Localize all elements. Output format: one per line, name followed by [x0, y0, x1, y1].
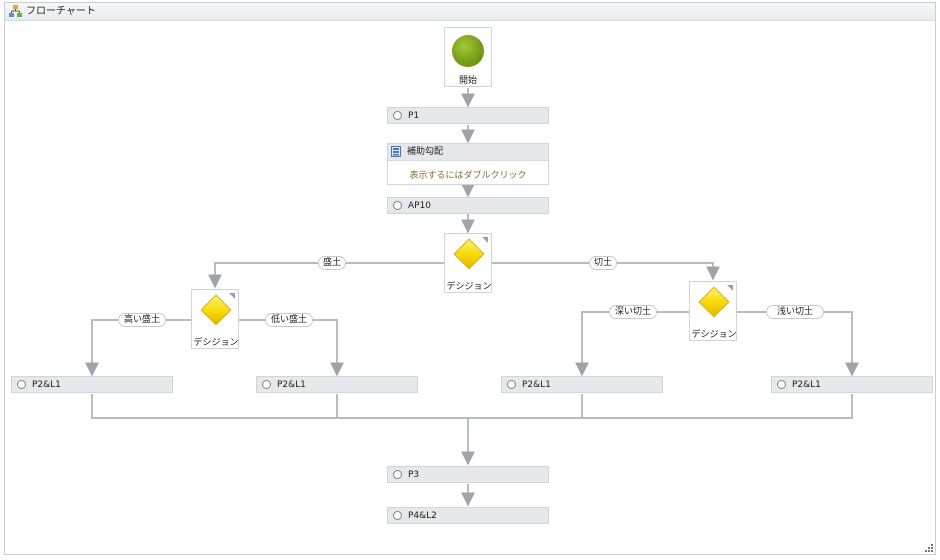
decision-right[interactable]: デシジョン: [689, 281, 737, 341]
decision-label: デシジョン: [193, 338, 239, 348]
activity-p2l1-deep-cut[interactable]: P2&L1: [501, 376, 663, 393]
decision-corner-icon: [229, 293, 235, 299]
decision-corner-icon: [482, 237, 488, 243]
resize-grip-icon[interactable]: [924, 543, 933, 552]
branch-label-left-false[interactable]: 低い盛土: [265, 313, 313, 327]
designer-title: フローチャート: [26, 6, 96, 17]
activity-label: P4&L2: [408, 511, 437, 521]
activity-p3[interactable]: P3: [387, 466, 549, 483]
activity-label: P2&L1: [792, 380, 821, 390]
sequence-title: 補助勾配: [407, 147, 444, 157]
decision-diamond-icon: [453, 238, 485, 270]
activity-status-icon: [393, 470, 402, 479]
activity-label: P2&L1: [32, 380, 61, 390]
branch-label-right-false[interactable]: 浅い切土: [766, 305, 824, 319]
connector-merge-d: [468, 394, 853, 419]
branch-label-left-true[interactable]: 高い盛土: [118, 313, 166, 327]
connector-main-false: [492, 262, 720, 281]
decision-left[interactable]: デシジョン: [191, 289, 239, 349]
connector-right-true: [575, 311, 689, 377]
flowchart-icon: [9, 5, 22, 17]
activity-label: P2&L1: [277, 380, 306, 390]
activity-p4l2[interactable]: P4&L2: [387, 507, 549, 524]
activity-status-icon: [777, 380, 786, 389]
activity-status-icon: [17, 380, 26, 389]
designer-title-bar: フローチャート: [5, 3, 935, 21]
branch-label-main-true[interactable]: 盛土: [318, 256, 346, 270]
activity-label: P2&L1: [522, 380, 551, 390]
decision-diamond-icon: [698, 286, 730, 318]
sequence-header: 補助勾配: [388, 144, 548, 161]
connector-right-false: [737, 311, 859, 377]
activity-p2l1-high-fill[interactable]: P2&L1: [11, 376, 173, 393]
connector-left-true: [85, 319, 191, 377]
branch-label-right-true[interactable]: 深い切土: [609, 305, 657, 319]
sequence-hint: 表示するにはダブルクリック: [409, 171, 527, 181]
activity-p2l1-shallow-cut[interactable]: P2&L1: [771, 376, 933, 393]
activity-status-icon: [262, 380, 271, 389]
activity-ap10[interactable]: AP10: [387, 197, 549, 214]
activity-status-icon: [507, 380, 516, 389]
connector-merge-a: [91, 394, 475, 466]
branch-label-main-false[interactable]: 切土: [589, 256, 617, 270]
start-label: 開始: [458, 76, 477, 86]
activity-status-icon: [393, 111, 402, 120]
decision-main[interactable]: デシジョン: [444, 233, 492, 293]
connector-left-false: [239, 319, 344, 377]
sequence-activity[interactable]: 補助勾配 表示するにはダブルクリック: [387, 143, 549, 185]
start-icon: [452, 35, 484, 67]
decision-label: デシジョン: [691, 330, 737, 340]
activity-p1[interactable]: P1: [387, 107, 549, 124]
sequence-icon: [391, 146, 401, 157]
activity-label: P1: [408, 111, 420, 121]
activity-label: P3: [408, 470, 420, 480]
decision-diamond-icon: [200, 294, 232, 326]
activity-status-icon: [393, 511, 402, 520]
decision-corner-icon: [727, 285, 733, 291]
connector-main-true: [208, 262, 444, 289]
activity-status-icon: [393, 201, 402, 210]
start-node[interactable]: 開始: [444, 27, 492, 87]
decision-label: デシジョン: [446, 282, 492, 292]
activity-label: AP10: [408, 201, 432, 211]
activity-p2l1-low-fill[interactable]: P2&L1: [256, 376, 418, 393]
